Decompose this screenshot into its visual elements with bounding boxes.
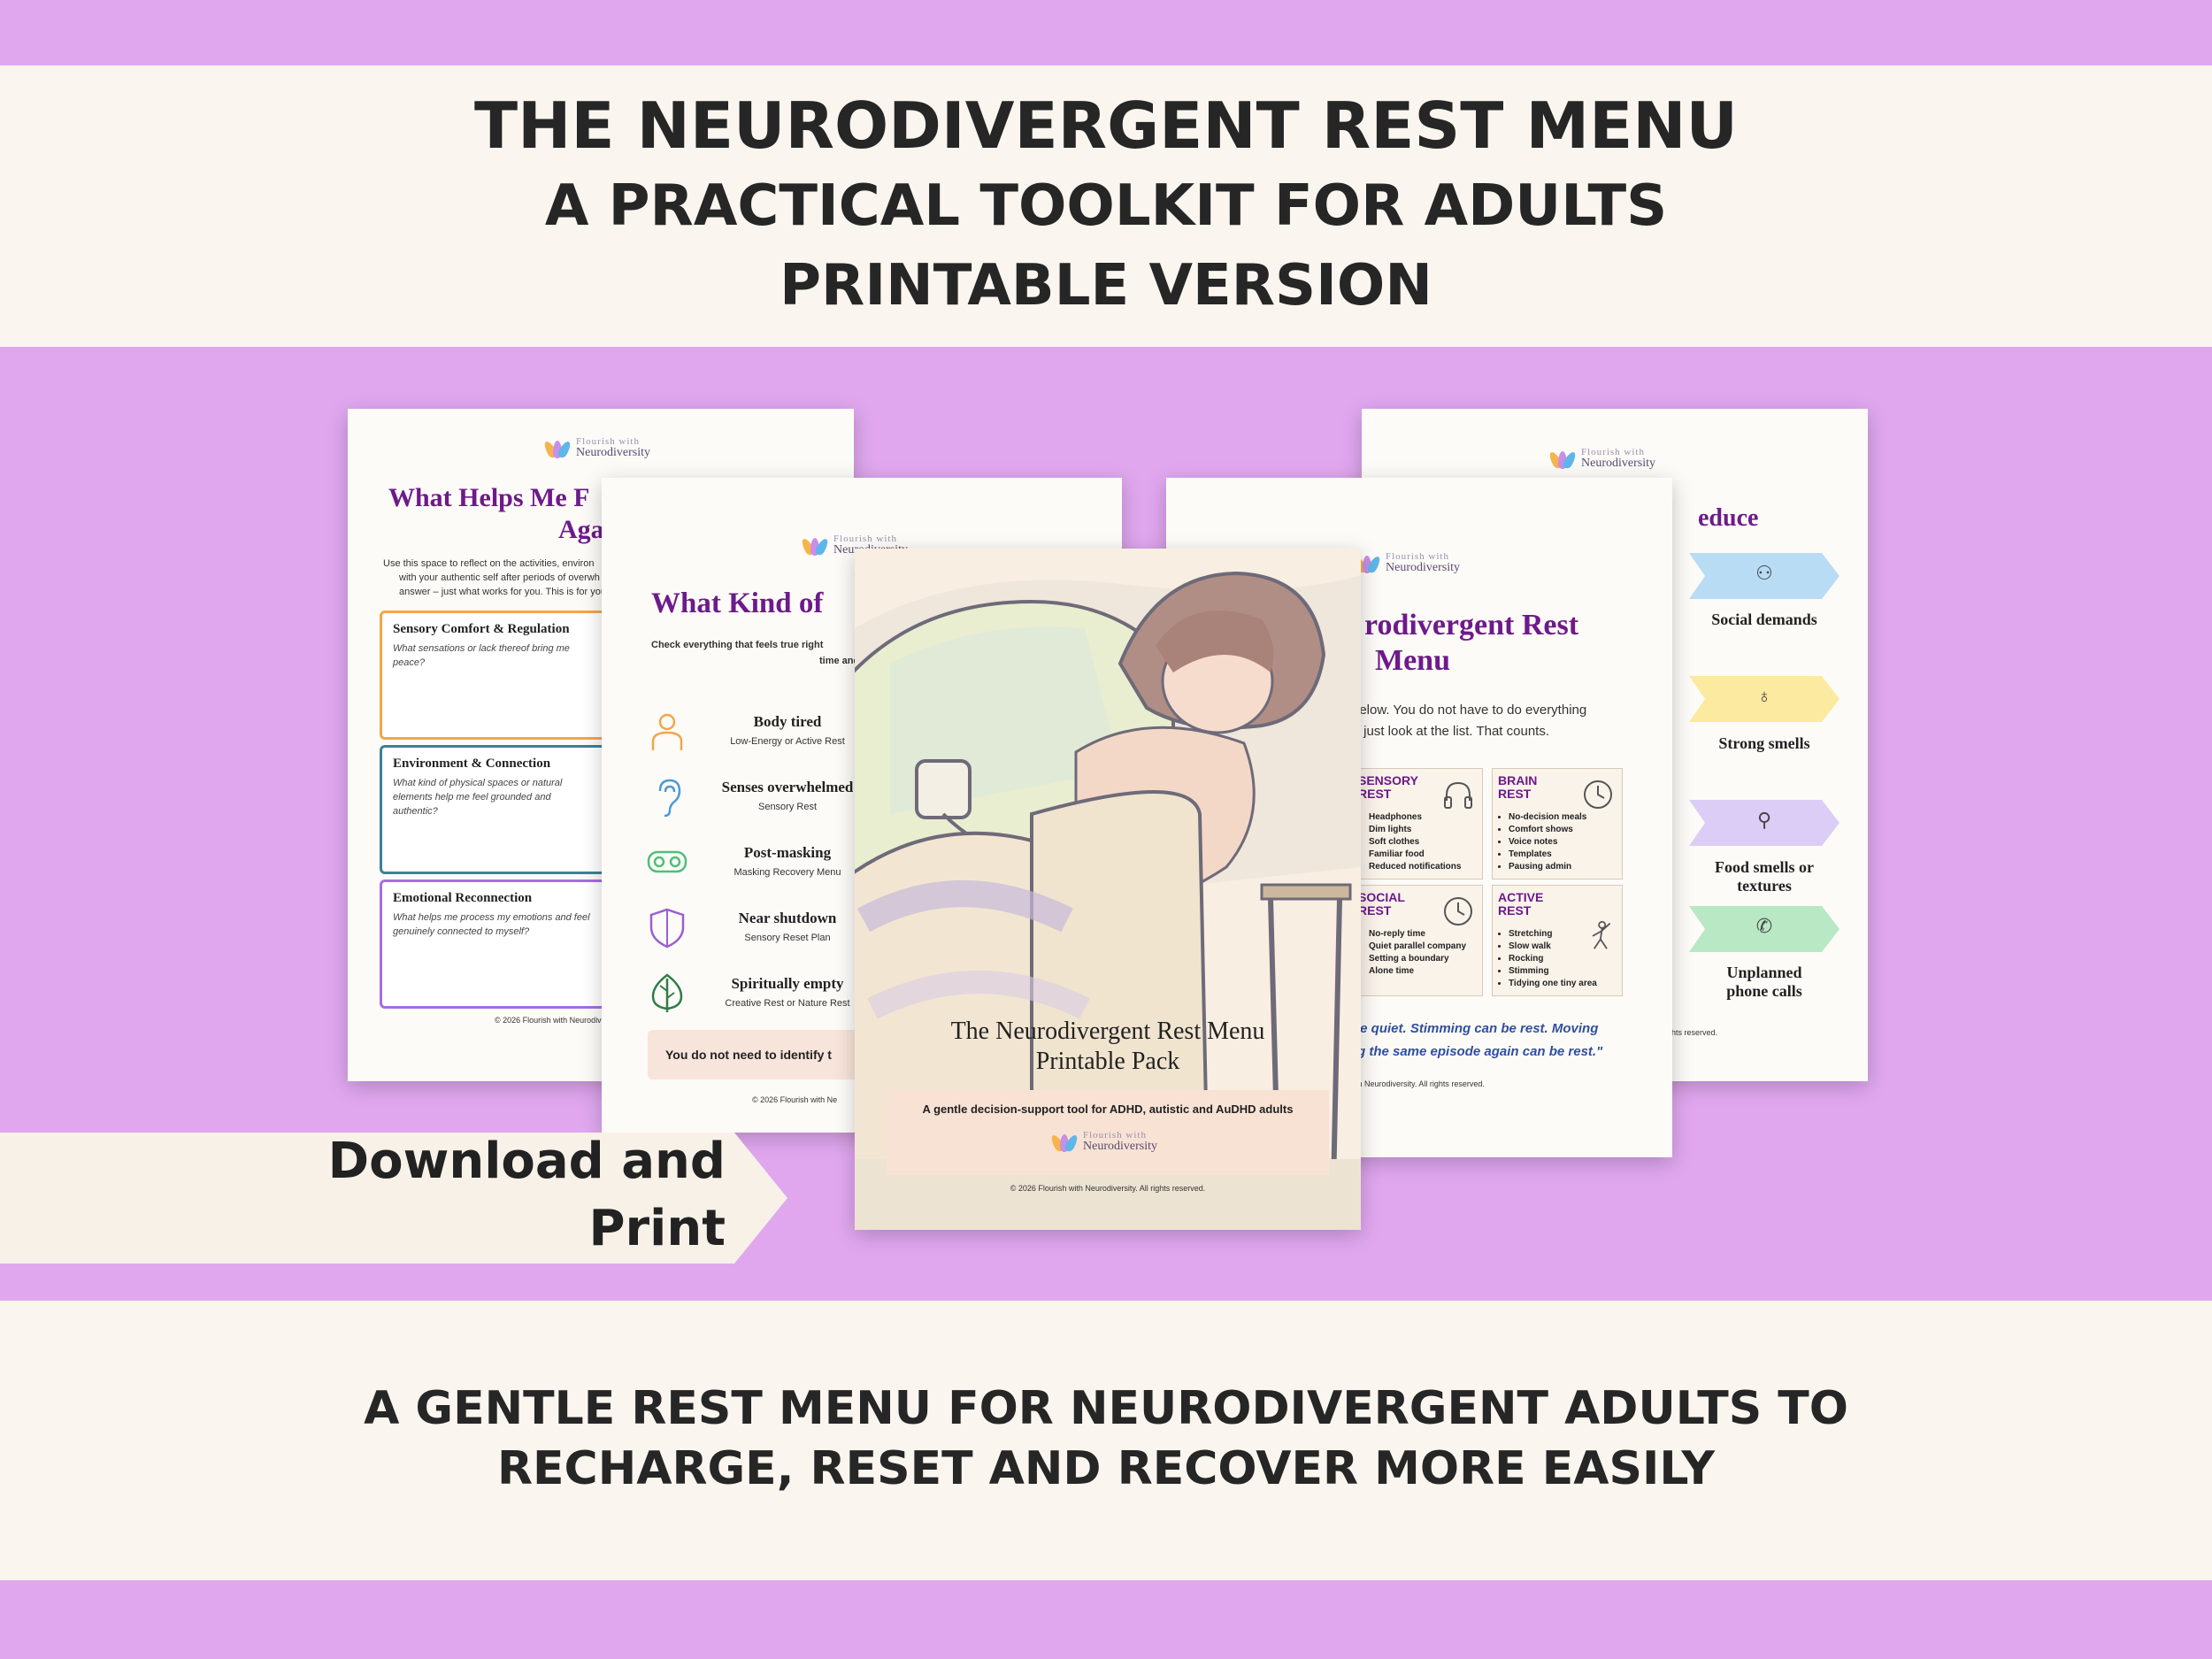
page-title: What Helps Me F xyxy=(388,483,590,512)
page-footer: ghts reserved. xyxy=(1667,1028,1718,1037)
phone-icon: ✆ xyxy=(1755,915,1773,937)
quote-line: g the same episode again can be rest." xyxy=(1357,1044,1603,1059)
intro-line: answer – just what works for you. This i… xyxy=(399,587,610,597)
page-title: rodivergent Rest xyxy=(1364,609,1579,641)
footer-band xyxy=(0,1301,2212,1580)
lotus-icon xyxy=(1547,449,1578,470)
cover-title-cont: Printable Pack xyxy=(1035,1048,1180,1075)
headline-subtitle: A PRACTICAL TOOLKIT FOR ADULTS xyxy=(544,173,1668,239)
lotus-icon xyxy=(799,536,831,557)
rest-list: No-reply time Quiet parallel company Set… xyxy=(1358,928,1466,978)
shield-icon xyxy=(649,908,685,949)
headline-version: PRINTABLE VERSION xyxy=(780,253,1432,319)
rest-list: Stretching Slow walk Rocking Stimming Ti… xyxy=(1498,928,1597,990)
intro-line: with your authentic self after periods o… xyxy=(399,572,600,583)
row-senses-overwhelmed[interactable]: Senses overwhelmed Sensory Rest xyxy=(646,775,876,828)
fork-icon: ⚲ xyxy=(1756,809,1772,831)
clock-icon xyxy=(1584,780,1612,809)
lotus-icon xyxy=(541,439,573,459)
reduce-label: Strong smells xyxy=(1718,734,1810,752)
stretching-person-icon xyxy=(1592,920,1611,949)
intro-line: below. You do not have to do everything xyxy=(1352,703,1587,718)
headline-title: THE NEURODIVERGENT REST MENU xyxy=(473,88,1738,163)
ribbon-line: Download and xyxy=(327,1133,726,1190)
person-icon xyxy=(651,713,683,750)
clock-icon xyxy=(1444,897,1472,926)
reduce-label: Food smells or xyxy=(1715,858,1814,876)
ribbon-line: Print xyxy=(588,1200,726,1257)
reduce-label: phone calls xyxy=(1726,982,1802,1000)
reduce-chevron-social: ⚇ xyxy=(1689,553,1839,599)
download-ribbon: Download and Print xyxy=(0,1133,787,1263)
intro-line: Use this space to reflect on the activit… xyxy=(383,558,595,569)
headphones-icon xyxy=(1444,781,1472,809)
reduce-chevron-food: ⚲ xyxy=(1689,800,1839,846)
reduce-label: textures xyxy=(1737,877,1792,895)
ear-icon xyxy=(658,779,681,818)
cover-title: The Neurodivergent Rest Menu xyxy=(950,1018,1265,1045)
tagline-line: A GENTLE REST MENU FOR NEURODIVERGENT AD… xyxy=(364,1382,1848,1435)
cover-tagline-panel: A gentle decision-support tool for ADHD,… xyxy=(887,1090,1329,1175)
page-title-cont: Menu xyxy=(1375,644,1450,677)
row-spiritually-empty[interactable]: Spiritually empty Creative Rest or Natur… xyxy=(646,972,876,1025)
page-footer: ith Neurodiversity. All rights reserved. xyxy=(1354,1079,1485,1088)
header-band xyxy=(0,65,2212,347)
leaf-icon xyxy=(651,973,683,1012)
page-title: educe xyxy=(1698,504,1759,532)
page-footer: © 2026 Flourish with Neurodiversity. All… xyxy=(1010,1184,1206,1193)
reduce-chevron-calls: ✆ xyxy=(1689,906,1839,952)
rest-list: Headphones Dim lights Soft clothes Famil… xyxy=(1358,811,1461,873)
reflect-card-environment: Environment & Connection What kind of ph… xyxy=(380,745,606,874)
quote-line: be quiet. Stimming can be rest. Moving xyxy=(1352,1021,1599,1036)
row-body-tired[interactable]: Body tired Low-Energy or Active Rest xyxy=(646,710,876,763)
row-post-masking[interactable]: Post-masking Masking Recovery Menu xyxy=(646,841,876,894)
page-title: What Kind of xyxy=(651,588,824,619)
reduce-label: Unplanned xyxy=(1726,964,1802,981)
people-icon: ⚇ xyxy=(1755,562,1773,584)
reduce-chevron-smells: ♁ xyxy=(1689,676,1839,722)
intro-line: Check everything that feels true right xyxy=(651,640,824,650)
lotus-icon xyxy=(1048,1133,1080,1153)
reflect-card-emotional: Emotional Reconnection What helps me pro… xyxy=(380,879,606,1009)
page-footer: © 2026 Flourish with Ne xyxy=(752,1095,838,1104)
page-footer: © 2026 Flourish with Neurodiv xyxy=(495,1016,602,1025)
lotus-icon xyxy=(1351,554,1383,574)
reduce-label: Social demands xyxy=(1711,611,1817,628)
nose-icon: ♁ xyxy=(1756,685,1772,707)
row-near-shutdown[interactable]: Near shutdown Sensory Reset Plan xyxy=(646,906,876,959)
mask-icon xyxy=(647,850,687,873)
reflect-card-sensory: Sensory Comfort & Regulation What sensat… xyxy=(380,611,606,740)
rest-list: No-decision meals Comfort shows Voice no… xyxy=(1498,811,1586,873)
tagline-line: RECHARGE, RESET AND RECOVER MORE EASILY xyxy=(496,1442,1716,1495)
intro-line: r just look at the list. That counts. xyxy=(1356,724,1549,739)
page-cover: The Neurodivergent Rest Menu Printable P… xyxy=(855,549,1361,1230)
